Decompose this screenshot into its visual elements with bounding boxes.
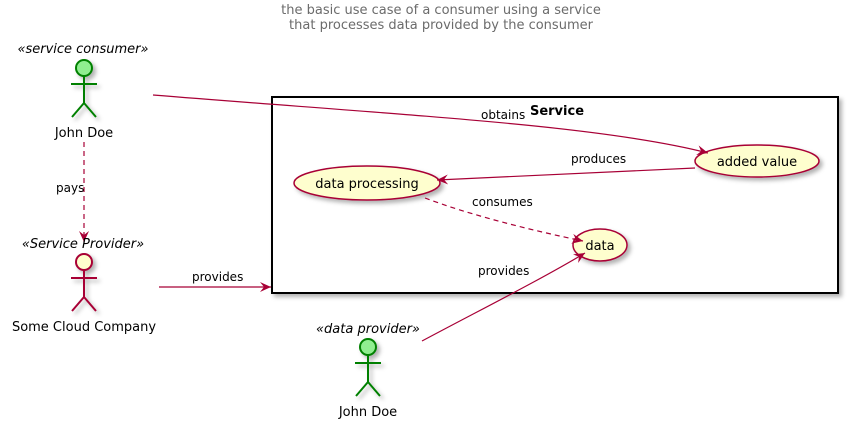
actor-service-provider-stereotype: «Service Provider» (22, 237, 144, 252)
usecase-added-value[interactable]: added value (694, 144, 820, 178)
usecase-data-label: data (585, 239, 614, 254)
actor-service-consumer[interactable]: «service consumer» John Doe (17, 42, 148, 141)
edge-provides-data-label: provides (478, 264, 529, 278)
actor-data-provider-stereotype: «data provider» (316, 322, 420, 337)
diagram-title-line-2: that processes data provided by the cons… (289, 18, 594, 33)
usecase-data-processing-label: data processing (315, 177, 418, 192)
actor-data-provider[interactable]: «data provider» John Doe (316, 322, 420, 420)
edge-produces-label: produces (571, 152, 626, 166)
actor-service-provider-name: Some Cloud Company (12, 320, 156, 335)
edge-produces (436, 167, 696, 185)
edge-pays-label: pays (56, 181, 84, 195)
actor-data-provider-name: John Doe (338, 405, 397, 420)
edge-provides-service-label: provides (192, 270, 243, 284)
usecase-data-processing[interactable]: data processing (293, 165, 441, 201)
actor-service-consumer-stereotype: «service consumer» (17, 42, 148, 57)
actor-service-provider[interactable]: «Service Provider» Some Cloud Company (12, 237, 156, 335)
edge-provides-data (421, 252, 586, 342)
edge-consumes (424, 197, 584, 244)
usecase-data[interactable]: data (572, 228, 628, 262)
service-package-title: Service (530, 104, 584, 119)
diagram-title-line-1: the basic use case of a consumer using a… (281, 3, 601, 18)
stick-figure-icon (71, 59, 97, 118)
edge-consumes-label: consumes (472, 195, 533, 209)
actor-service-consumer-name: John Doe (54, 126, 113, 141)
usecase-added-value-label: added value (717, 155, 797, 170)
edge-obtains (152, 94, 709, 156)
stick-figure-icon (355, 338, 381, 397)
edge-obtains-label: obtains (481, 108, 525, 122)
stick-figure-icon (71, 253, 97, 312)
